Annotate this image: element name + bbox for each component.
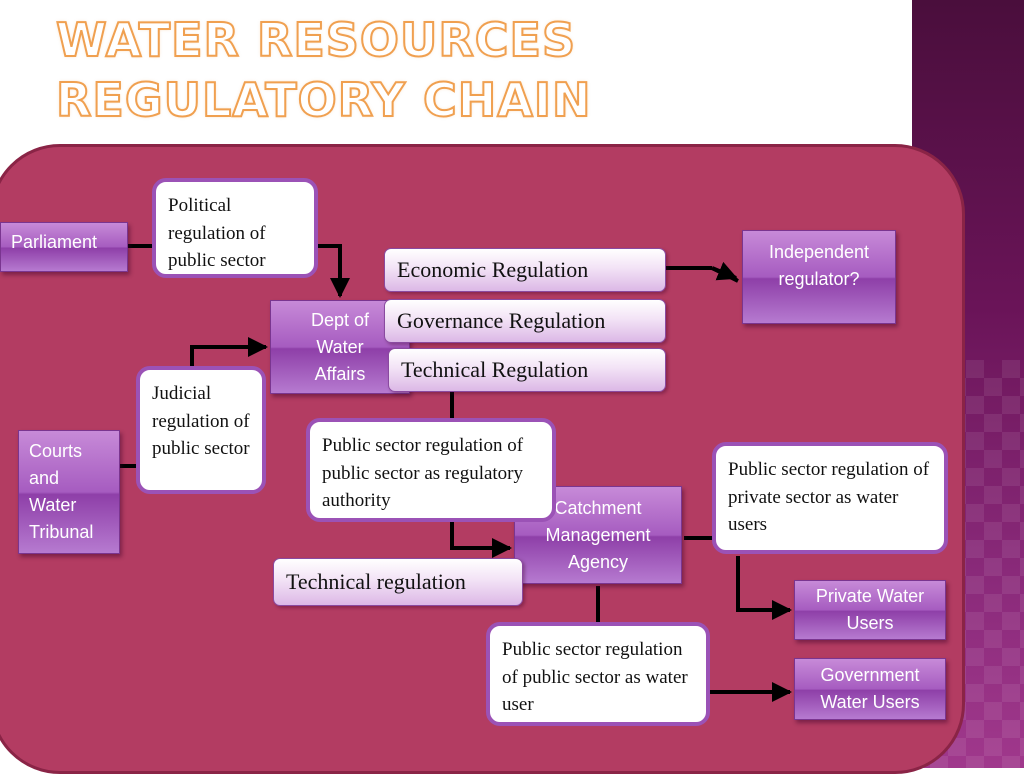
courts-label: Courts and Water Tribunal <box>29 441 94 542</box>
private-water-users-node: Private Water Users <box>794 580 946 640</box>
independent-regulator-node: Independent regulator? <box>742 230 896 324</box>
judicial-note-text: Judicial regulation of public sector <box>152 383 250 459</box>
governance-regulation-label: Governance Regulation <box>384 299 666 343</box>
economic-regulation-text: Economic Regulation <box>397 257 589 282</box>
political-note-text: Political regulation of public sector <box>168 195 266 271</box>
governance-regulation-text: Governance Regulation <box>397 308 606 333</box>
judicial-regulation-note: Judicial regulation of public sector <box>136 366 266 494</box>
private-water-note-text: Public sector regulation of private sect… <box>728 459 930 535</box>
slide-title: Water Resources Regulatory Chain <box>55 12 592 128</box>
technical-regulation-label: Technical Regulation <box>388 348 666 392</box>
independent-label: Independent regulator? <box>768 242 870 289</box>
technical-regulation-lower-text: Technical regulation <box>286 569 466 594</box>
public-water-note-text: Public sector regulation of public secto… <box>502 639 688 715</box>
courts-tribunal-node: Courts and Water Tribunal <box>18 430 120 554</box>
parliament-label: Parliament <box>11 232 98 252</box>
government-water-users-node: Government Water Users <box>794 658 946 720</box>
economic-regulation-label: Economic Regulation <box>384 248 666 292</box>
technical-regulation-lower-label: Technical regulation <box>273 558 523 606</box>
regulatory-authority-text: Public sector regulation of public secto… <box>322 435 524 511</box>
political-regulation-note: Political regulation of public sector <box>152 178 318 278</box>
private-water-regulation-note: Public sector regulation of private sect… <box>712 442 948 554</box>
dept-label: Dept of Water Affairs <box>310 309 370 384</box>
regulatory-authority-note: Public sector regulation of public secto… <box>306 418 556 522</box>
public-water-regulation-note: Public sector regulation of public secto… <box>486 622 710 726</box>
private-users-label: Private Water Users <box>815 586 925 633</box>
technical-regulation-text: Technical Regulation <box>401 357 589 382</box>
gov-users-label: Government Water Users <box>820 665 920 712</box>
parliament-node: Parliament <box>0 222 128 272</box>
cma-label: Catchment Management Agency <box>545 497 651 572</box>
